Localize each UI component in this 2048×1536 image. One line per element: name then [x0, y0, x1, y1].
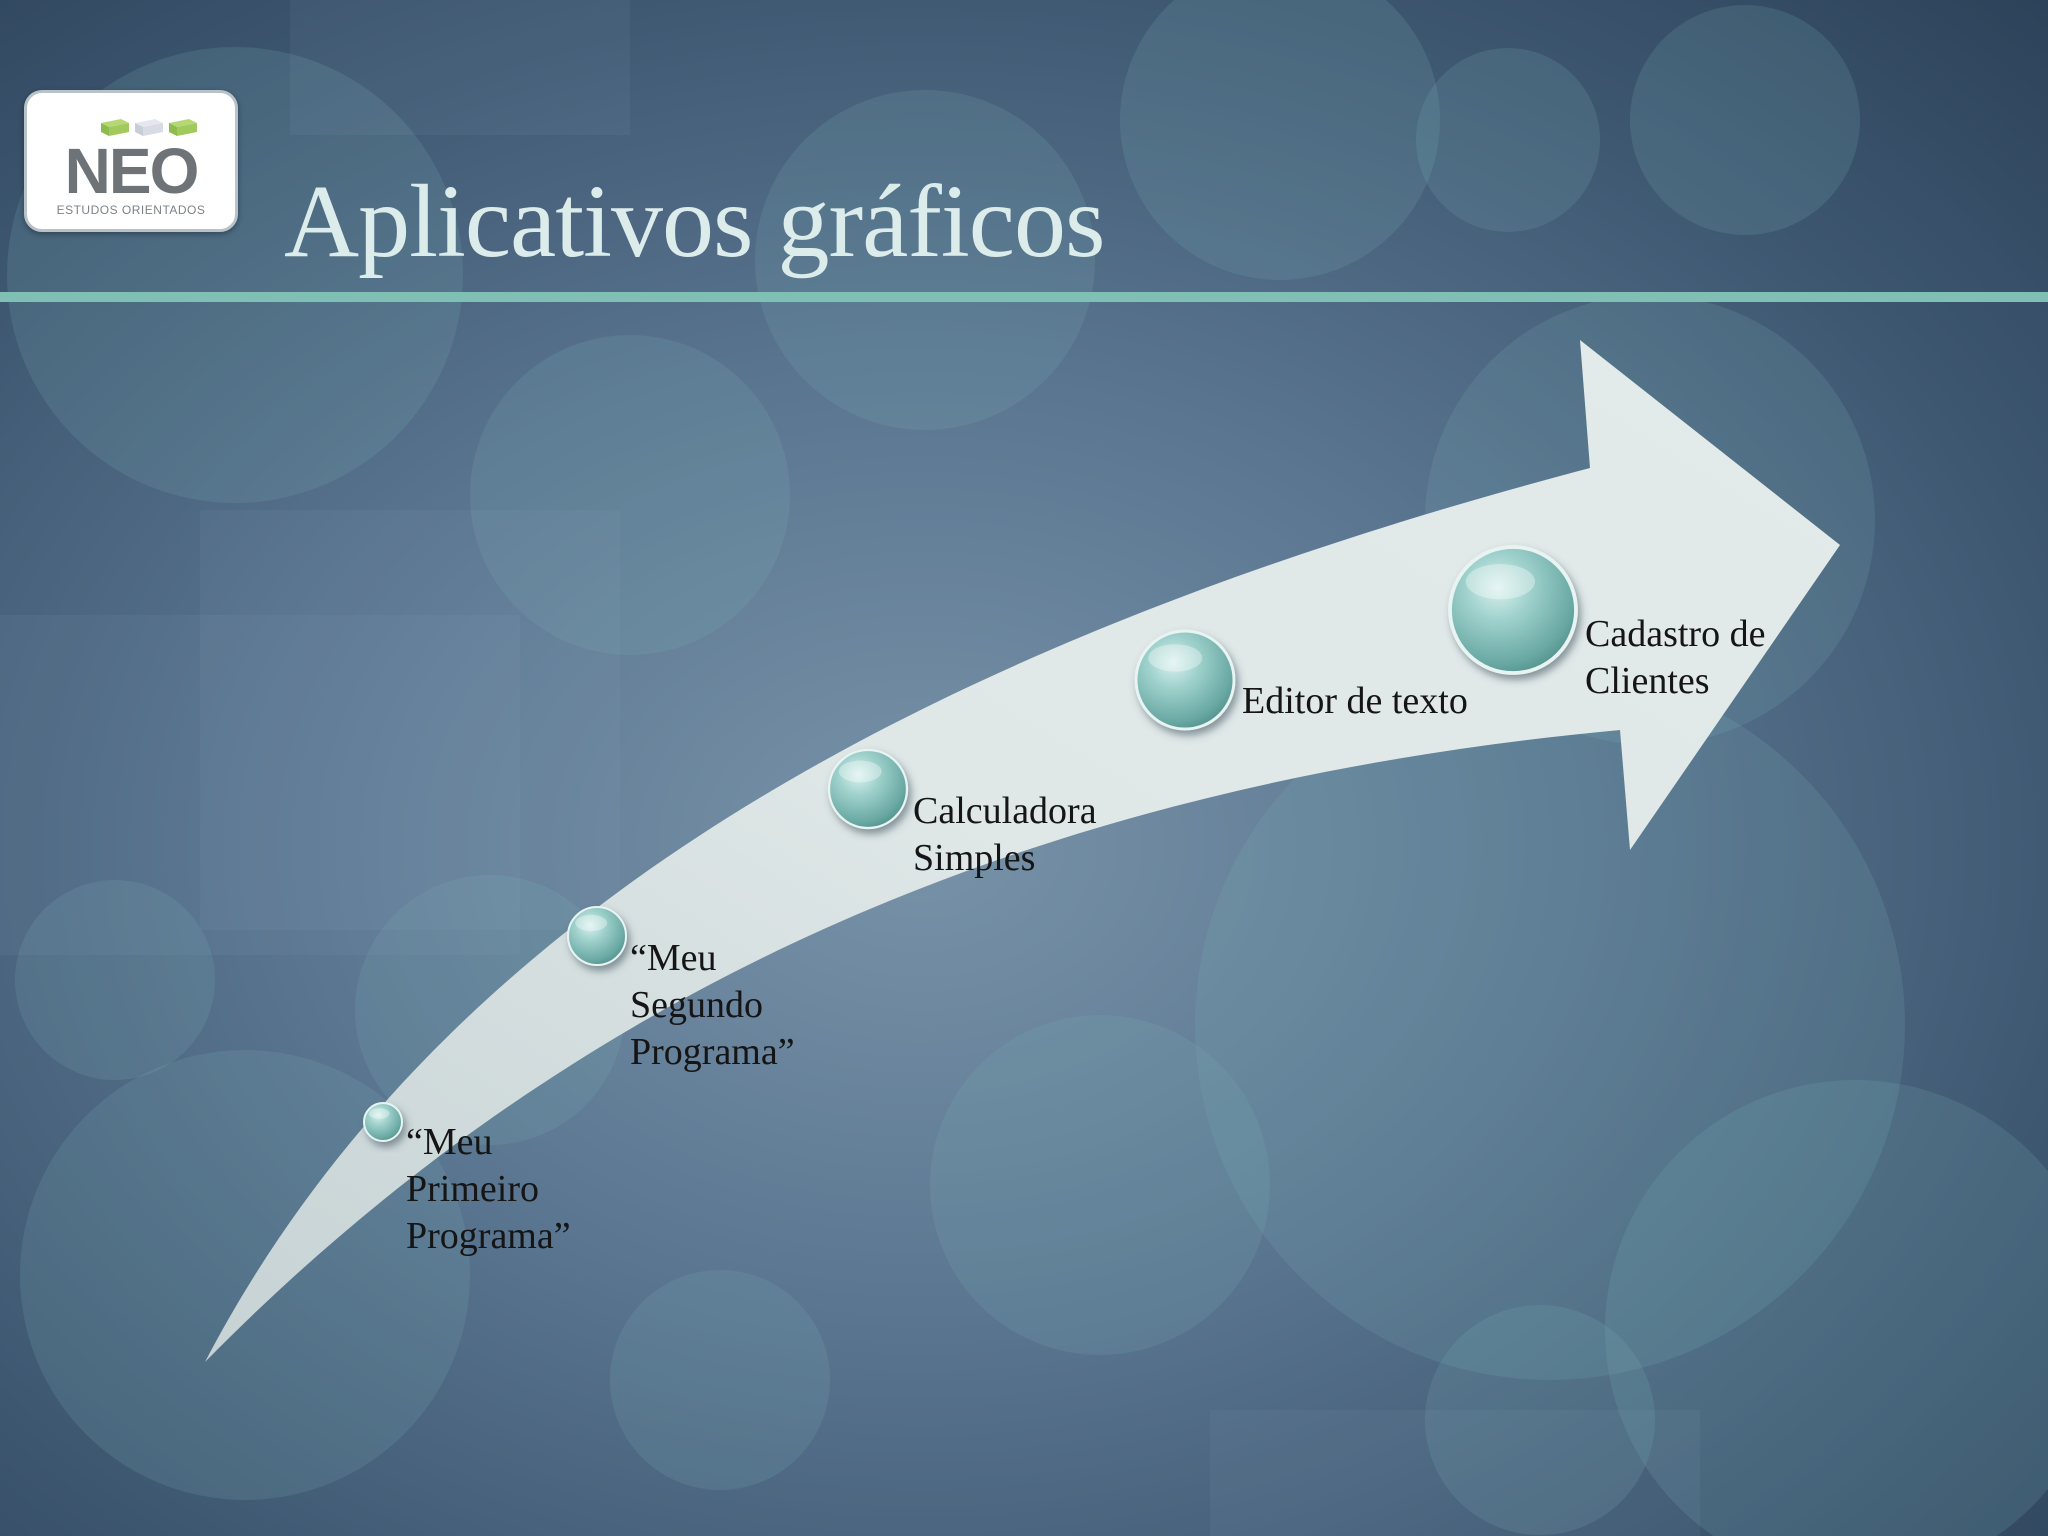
- step-bead-highlight-5: [1465, 564, 1536, 600]
- logo-tagline: ESTUDOS ORIENTADOS: [56, 203, 206, 217]
- step-label-primeiro-programa: “Meu Primeiro Programa”: [406, 1121, 571, 1257]
- title-underline: [0, 292, 2048, 302]
- step-bead-5: [1448, 545, 1578, 675]
- step-bead-4: [1134, 629, 1236, 731]
- step-bead-2: [567, 906, 627, 966]
- step-bead-highlight-2: [575, 914, 608, 932]
- step-label-calculadora: Calculadora Simples: [913, 790, 1097, 879]
- slide-title: Aplicativos gráficos: [284, 164, 1105, 279]
- step-bead-highlight-3: [838, 760, 882, 783]
- step-bead-highlight-1: [368, 1108, 390, 1119]
- logo-cubes-icon: [101, 119, 197, 136]
- step-bead-3: [827, 748, 909, 830]
- neo-logo: NEO ESTUDOS ORIENTADOS: [24, 90, 238, 232]
- step-label-cadastro-clientes: Cadastro de Clientes: [1585, 613, 1766, 702]
- step-bead-highlight-4: [1148, 644, 1203, 672]
- step-label-editor-texto: Editor de texto: [1242, 680, 1468, 722]
- step-bead-1: [363, 1102, 403, 1142]
- process-arrow-shape: [205, 340, 1840, 1362]
- step-label-segundo-programa: “Meu Segundo Programa”: [630, 937, 795, 1073]
- logo-wordmark: NEO: [64, 135, 200, 207]
